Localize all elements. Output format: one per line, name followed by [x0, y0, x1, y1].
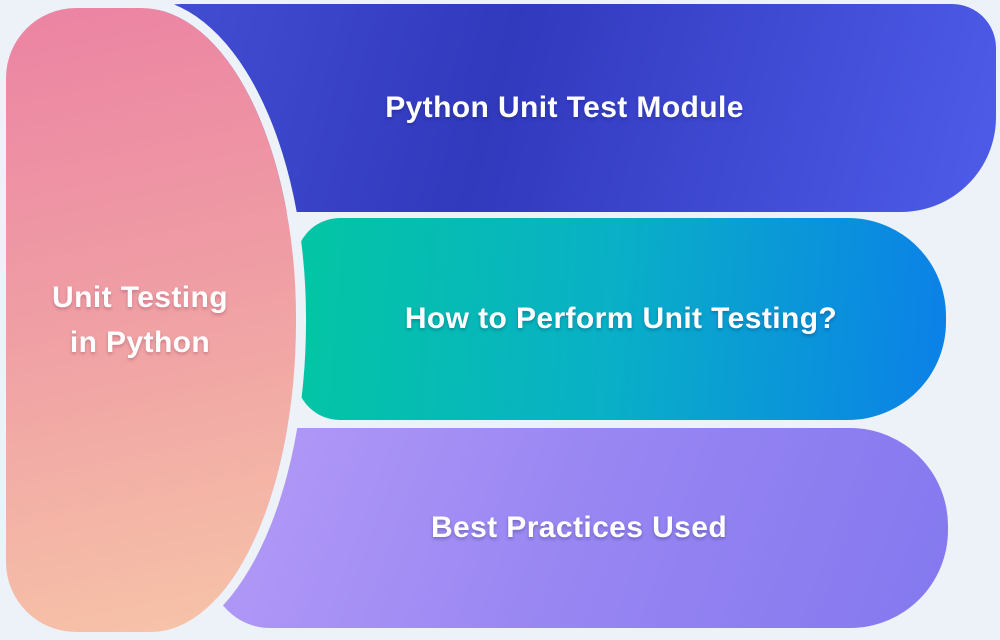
center-node-label-line2: in Python — [69, 326, 211, 359]
center-node: Unit Testing in Python — [6, 8, 296, 632]
branch-how-to-perform-unit-testing: How to Perform Unit Testing? — [296, 218, 946, 420]
branch-label-python-unit-test-module: Python Unit Test Module — [385, 91, 744, 124]
branch-best-practices-used: Best Practices Used — [210, 428, 948, 628]
branch-label-how-to-perform-unit-testing: How to Perform Unit Testing? — [404, 302, 838, 335]
center-node-label: Unit Testing in Python — [52, 275, 250, 365]
center-node-label-line1: Unit Testing — [52, 281, 228, 314]
branch-label-best-practices-used: Best Practices Used — [430, 511, 728, 544]
